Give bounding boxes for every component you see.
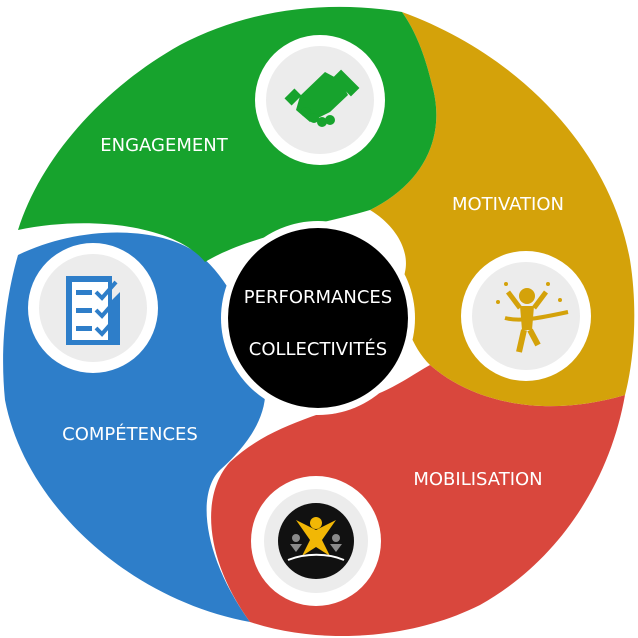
label-motivation: MOTIVATION	[452, 194, 564, 215]
label-competences: COMPÉTENCES	[62, 423, 198, 445]
team-star-icon	[278, 503, 354, 579]
center-line-1: PERFORMANCES	[244, 287, 392, 308]
finish-line-runner-icon	[496, 282, 569, 353]
center-line-2: COLLECTIVITÉS	[249, 338, 387, 360]
label-mobilisation: MOBILISATION	[413, 469, 542, 490]
label-engagement: ENGAGEMENT	[100, 135, 228, 156]
center-circle-inner	[228, 228, 408, 408]
handshake-icon	[284, 69, 360, 127]
checklist-icon	[66, 276, 120, 345]
